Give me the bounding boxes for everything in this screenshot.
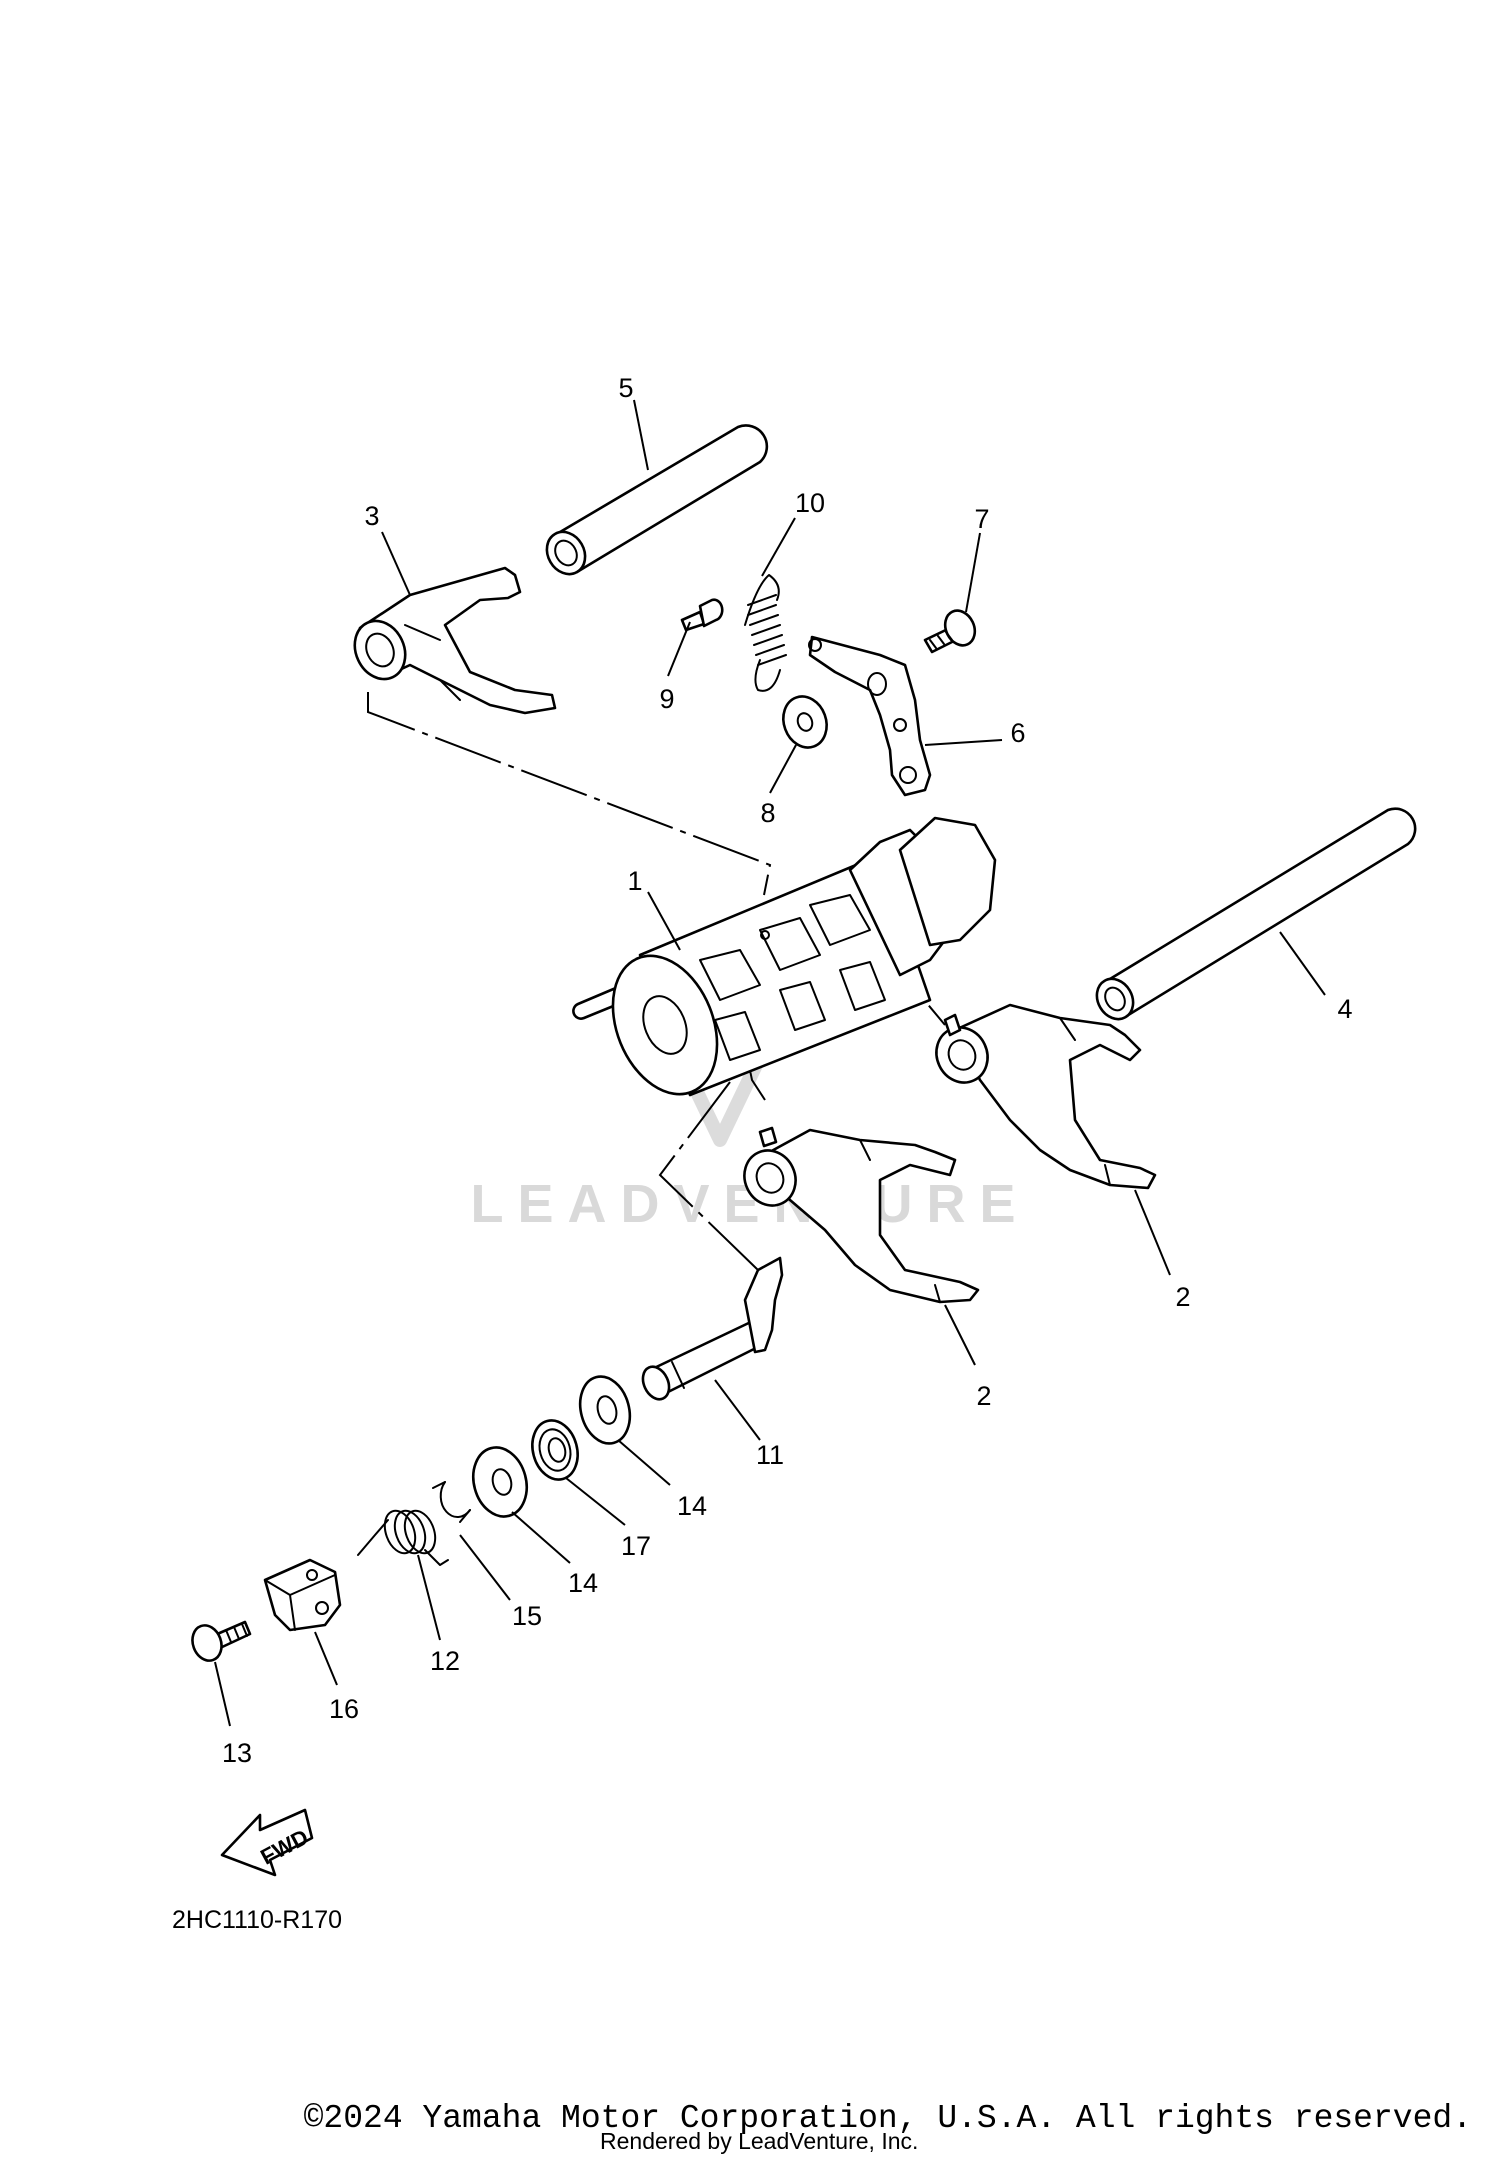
leader-lines [214,399,1326,1727]
watermark-text: LEADVENTURE [470,1174,1029,1234]
part-14-washer-lower [472,1446,528,1518]
watermark: LEADVENTURE [470,1036,1029,1234]
assembly-line-fork-3 [367,692,772,896]
copyright-notice: ©2024 Yamaha Motor Corporation, U.S.A. A… [303,2100,1472,2137]
part-7-bolt [923,609,977,654]
callout-12: 12 [430,1646,460,1676]
part-14-washer-upper [578,1375,632,1445]
callout-7: 7 [974,504,989,534]
callout-16: 17 [621,1531,651,1561]
callout-14-lower: 14 [568,1568,598,1598]
part-4-guide-bar [1095,807,1417,1021]
part-3-shift-fork [353,566,557,715]
part-13-bolt [191,1620,252,1662]
callout-11: 11 [756,1440,784,1470]
callout-17: 16 [329,1694,359,1724]
part-5-guide-bar [545,424,769,576]
callout-13: 13 [222,1738,252,1768]
callout-labels: 5 3 10 7 9 6 8 4 1 2 2 11 14 17 14 15 12… [222,373,1353,1768]
callout-10: 10 [795,488,825,518]
callout-15: 15 [512,1601,542,1631]
part-10-spring [744,574,787,692]
callout-9: 9 [659,684,674,714]
part-2-shift-fork-upper [935,1003,1157,1190]
callout-6: 6 [1010,718,1025,748]
part-6-stopper-lever [808,635,932,797]
part-12-torsion-spring [357,1509,449,1566]
part-11-shift-shaft [641,1256,784,1401]
part-16-oil-seal [531,1419,579,1481]
callout-5: 5 [618,373,633,403]
callout-3: 3 [364,501,379,531]
callout-1: 1 [627,866,642,896]
part-2-shift-fork-lower [743,1126,980,1304]
callout-2-lower: 2 [976,1381,991,1411]
rendered-by-credit: Rendered by LeadVenture, Inc. [600,2128,919,2154]
callout-2-upper: 2 [1175,1282,1190,1312]
callout-4: 4 [1337,994,1352,1024]
part-17-shift-arm [263,1558,342,1632]
part-15-circlip [432,1481,471,1523]
part-8-washer [782,695,828,749]
callout-14-upper: 14 [677,1491,707,1521]
callout-8: 8 [760,798,775,828]
assembly-line-shift-shaft [658,1081,759,1271]
part-1-shift-drum [572,816,997,1097]
diagram-reference-code: 2HC1110-R170 [172,1906,342,1934]
fwd-arrow-icon: FWD [220,1808,314,1877]
